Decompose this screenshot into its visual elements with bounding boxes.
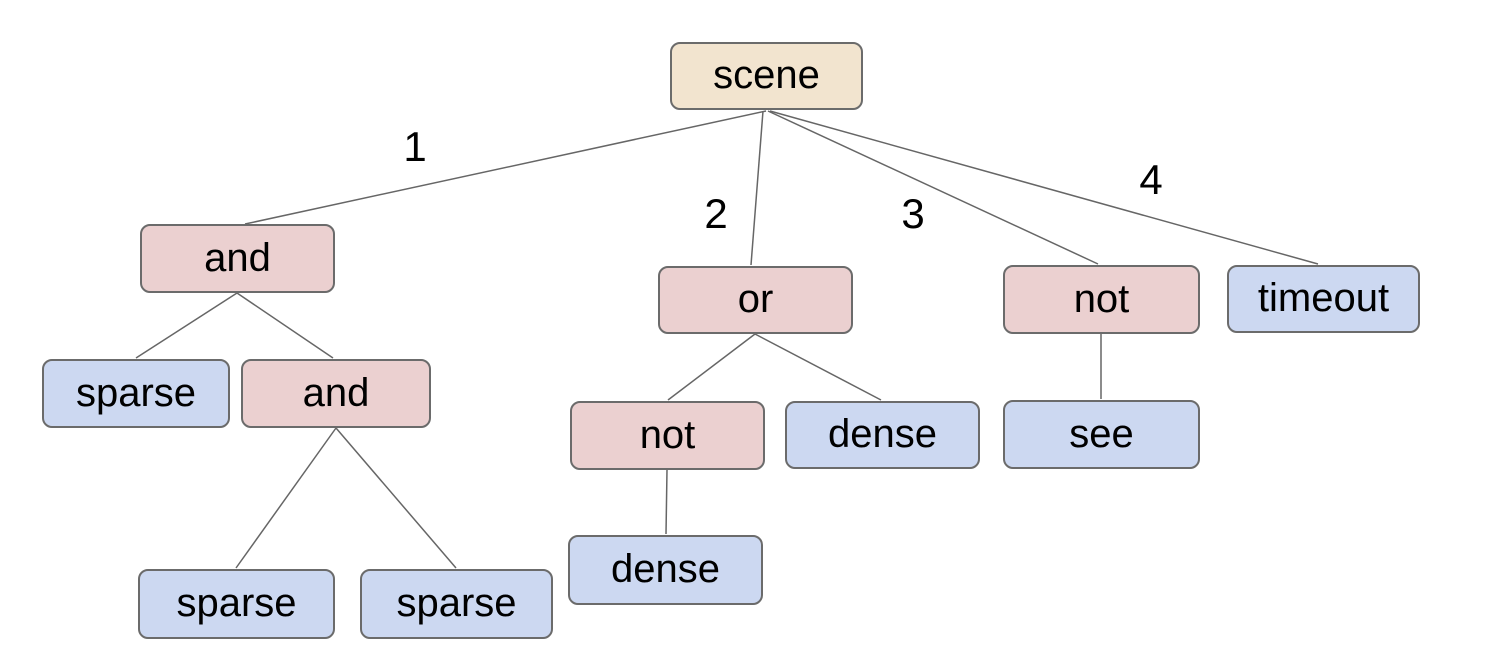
tree-edge-and-2-sparse-3 (335, 427, 457, 569)
tree-node-label: sparse (176, 581, 297, 625)
edge-label-3: 3 (901, 190, 925, 237)
tree-node-label: timeout (1257, 276, 1390, 320)
tree-node-and-1: and (140, 224, 335, 293)
tree-node-label: not (639, 412, 696, 457)
tree-node-or-1: or (658, 266, 853, 334)
tree-node-sparse-2: sparse (138, 569, 335, 639)
tree-edge-or-1-dense-1 (754, 333, 882, 401)
tree-node-label: see (1069, 411, 1134, 456)
tree-node-label: not (1073, 276, 1130, 321)
tree-node-label: and (204, 235, 271, 280)
tree-node-see-1: see (1003, 400, 1200, 469)
tree-node-sparse-3: sparse (360, 569, 553, 639)
tree-edge-and-1-sparse-1 (135, 292, 238, 359)
tree-edge-and-2-sparse-2 (235, 427, 337, 569)
tree-node-label: scene (713, 53, 820, 97)
tree-node-not-1: not (1003, 265, 1200, 334)
tree-edge-scene-not-1 (767, 110, 1099, 265)
tree-node-label: sparse (396, 581, 517, 625)
tree-node-dense-1: dense (785, 401, 980, 469)
tree-node-timeout-1: timeout (1227, 265, 1420, 333)
tree-node-label: dense (828, 412, 937, 456)
tree-node-dense-2: dense (568, 535, 763, 605)
tree-edge-not-2-dense-2 (665, 469, 668, 535)
tree-edge-and-1-and-2 (236, 292, 334, 359)
edge-label-4: 4 (1139, 156, 1163, 203)
tree-node-label: sparse (75, 370, 197, 415)
tree-edge-scene-or-1 (750, 110, 764, 266)
tree-node-not-2: not (570, 401, 765, 470)
tree-node-label: dense (611, 547, 720, 591)
tree-node-and-2: and (241, 359, 431, 428)
tree-node-label: or (737, 277, 774, 321)
tree-node-label: and (302, 370, 370, 415)
tree-edge-scene-timeout-1 (769, 110, 1319, 265)
tree-node-scene: scene (670, 42, 863, 110)
tree-node-sparse-1: sparse (42, 359, 230, 428)
tree-edge-scene-and-1 (244, 110, 767, 225)
edge-label-2: 2 (704, 190, 728, 237)
edge-label-1: 1 (403, 123, 427, 170)
tree-edge-or-1-not-2 (667, 333, 756, 401)
